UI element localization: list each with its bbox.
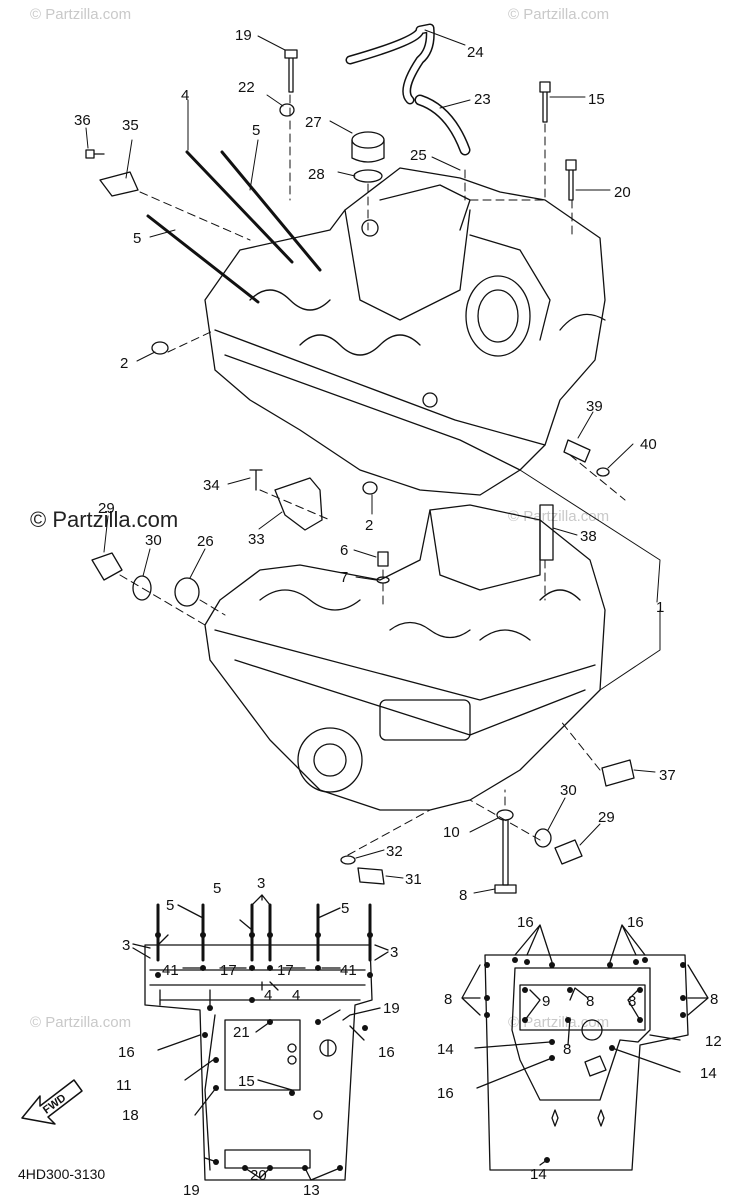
callout-1: 1 (656, 599, 664, 616)
callout-8: 8 (459, 887, 467, 904)
callout-5: 5 (166, 897, 174, 914)
callout-32: 32 (386, 843, 403, 860)
callout-10: 10 (443, 824, 460, 841)
callout-16: 16 (627, 914, 644, 931)
callout-19: 19 (383, 1000, 400, 1017)
callout-17: 17 (220, 962, 237, 979)
callout-27: 27 (305, 114, 322, 131)
callout-4: 4 (292, 987, 300, 1004)
callout-38: 38 (580, 528, 597, 545)
callout-26: 26 (197, 533, 214, 550)
watermark-bottom-left: © Partzilla.com (30, 1014, 132, 1031)
callout-2: 2 (120, 355, 128, 372)
callout-36: 36 (74, 112, 91, 129)
callout-37: 37 (659, 767, 676, 784)
callout-30: 30 (560, 782, 577, 799)
callout-16: 16 (378, 1044, 395, 1061)
callout-41: 41 (162, 962, 179, 979)
callout-3: 3 (390, 944, 398, 961)
callout-29: 29 (598, 809, 615, 826)
callout-33: 33 (248, 531, 265, 548)
watermark-center-right: © Partzilla.com (508, 508, 610, 525)
callout-5: 5 (341, 900, 349, 917)
callout-19: 19 (183, 1182, 200, 1199)
callout-8: 8 (586, 993, 594, 1010)
callout-25: 25 (410, 147, 427, 164)
watermark-top-right: © Partzilla.com (508, 6, 610, 23)
watermark-top-left: © Partzilla.com (30, 6, 132, 23)
callout-20: 20 (614, 184, 631, 201)
callout-8: 8 (710, 991, 718, 1008)
callout-3: 3 (122, 937, 130, 954)
callout-2: 2 (365, 517, 373, 534)
callout-8: 8 (563, 1041, 571, 1058)
callout-15: 15 (588, 91, 605, 108)
callout-3: 3 (257, 875, 265, 892)
callout-8: 8 (444, 991, 452, 1008)
callout-16: 16 (437, 1085, 454, 1102)
watermark-center-left: © Partzilla.com (30, 507, 179, 532)
callout-5: 5 (133, 230, 141, 247)
callout-4: 4 (264, 987, 272, 1004)
callout-14: 14 (530, 1166, 547, 1183)
fwd-arrow-icon (21, 1079, 83, 1125)
watermark-bottom-right: © Partzilla.com (508, 1014, 610, 1031)
callout-39: 39 (586, 398, 603, 415)
callout-28: 28 (308, 166, 325, 183)
callout-4: 4 (181, 87, 189, 104)
diagram-code: 4HD300-3130 (18, 1166, 106, 1182)
bolt-holes-left (155, 932, 373, 1171)
callout-13: 13 (303, 1182, 320, 1199)
bolt-holes-right (484, 957, 686, 1163)
callout-12: 12 (705, 1033, 722, 1050)
callout-18: 18 (122, 1107, 139, 1124)
callout-34: 34 (203, 477, 220, 494)
callout-8: 8 (628, 993, 636, 1010)
callout-5: 5 (252, 122, 260, 139)
callout-11: 11 (116, 1077, 132, 1094)
callout-16: 16 (118, 1044, 135, 1061)
callout-7: 7 (340, 569, 348, 586)
callout-23: 23 (474, 91, 491, 108)
callout-19: 19 (235, 27, 252, 44)
fwd-label: FWD (41, 1092, 68, 1116)
callout-21: 21 (233, 1024, 250, 1041)
callout-35: 35 (122, 117, 139, 134)
lower-crankcase (204, 504, 606, 811)
callout-30: 30 (145, 532, 162, 549)
callout-5: 5 (213, 880, 221, 897)
callout-9: 9 (542, 993, 550, 1010)
callout-6: 6 (340, 542, 348, 559)
callout-14: 14 (437, 1041, 454, 1058)
callout-31: 31 (405, 871, 422, 888)
callout-20: 20 (250, 1167, 267, 1184)
callout-24: 24 (467, 44, 484, 61)
callout-16: 16 (517, 914, 534, 931)
callout-17: 17 (277, 962, 294, 979)
callout-22: 22 (238, 79, 255, 96)
callout-15: 15 (238, 1073, 255, 1090)
bolt-pattern-left-view (132, 894, 389, 1181)
callout-14: 14 (700, 1065, 717, 1082)
assembly-lines (119, 94, 626, 856)
small-parts (85, 23, 635, 894)
callout-40: 40 (640, 436, 657, 453)
callout-29: 29 (98, 500, 115, 517)
leader-lines (85, 29, 661, 894)
upper-crankcase (204, 167, 606, 496)
callout-41: 41 (340, 962, 357, 979)
bolt-pattern-right-view (461, 924, 709, 1171)
